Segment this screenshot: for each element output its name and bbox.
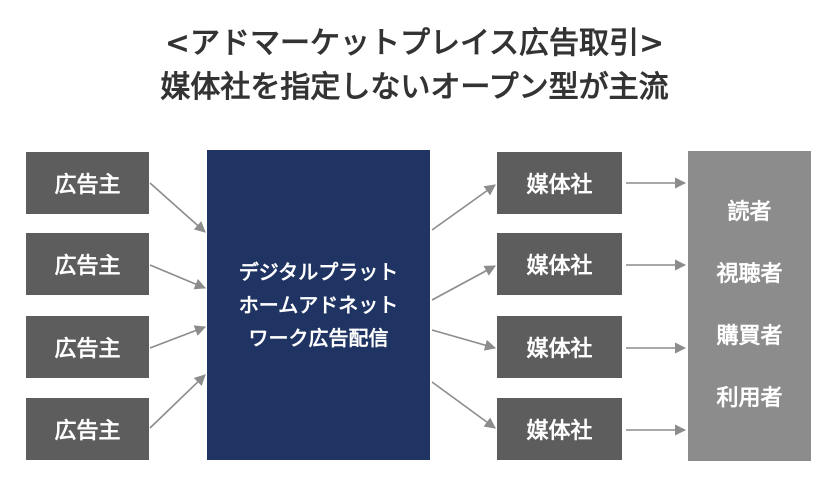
audience-label-viewers: 視聴者 xyxy=(716,262,783,287)
ad-network-box: デジタルプラット ホームアドネット ワーク広告配信 xyxy=(207,150,430,460)
publisher-box-2: 媒体社 xyxy=(497,233,622,295)
audience-box: 読者 視聴者 購買者 利用者 xyxy=(688,151,811,461)
arrow-advertiser4-to-network xyxy=(149,374,206,429)
audience-label-readers: 読者 xyxy=(727,200,772,225)
advertiser-box-3: 広告主 xyxy=(26,316,149,378)
advertiser-box-4: 広告主 xyxy=(26,398,149,460)
arrow-advertiser1-to-network xyxy=(149,182,206,233)
diagram-title-line2: 媒体社を指定しないオープン型が主流 xyxy=(160,70,669,105)
ad-network-line2: ホームアドネット xyxy=(238,292,399,317)
advertiser-box-2: 広告主 xyxy=(26,233,149,295)
ad-network-line3: ワーク広告配信 xyxy=(248,325,389,350)
ad-network-line1: デジタルプラット xyxy=(238,259,399,284)
arrow-network-to-publisher1 xyxy=(431,184,496,231)
arrow-network-to-publisher4 xyxy=(431,381,496,429)
publisher-box-4: 媒体社 xyxy=(497,398,622,460)
arrow-network-to-publisher3 xyxy=(431,329,497,351)
publisher-box-1: 媒体社 xyxy=(497,152,622,214)
arrow-network-to-publisher2 xyxy=(431,265,496,301)
advertiser-box-1: 広告主 xyxy=(26,152,149,214)
audience-label-buyers: 購買者 xyxy=(716,324,783,349)
arrow-advertiser3-to-network xyxy=(149,325,207,349)
audience-label-users: 利用者 xyxy=(716,386,783,411)
arrow-advertiser2-to-network xyxy=(149,264,207,290)
diagram-title-line1: <アドマーケットプレイス広告取引> xyxy=(164,26,665,61)
publisher-box-3: 媒体社 xyxy=(497,316,622,378)
